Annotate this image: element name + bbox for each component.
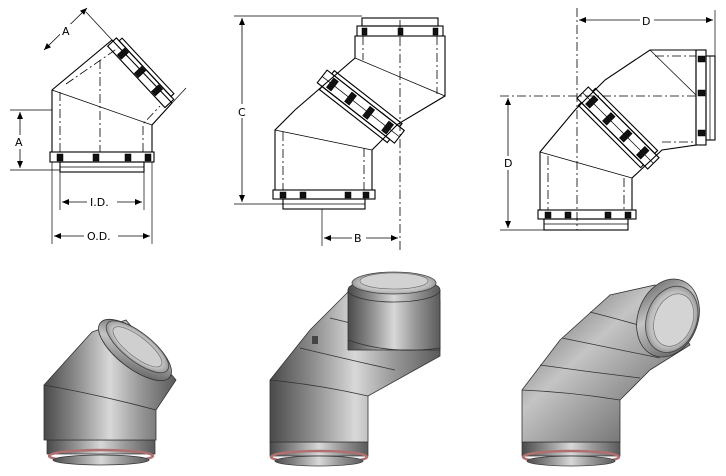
elbow-30-render — [43, 319, 177, 466]
dim-d-top-label: D — [642, 15, 650, 28]
dim-d-side-label: D — [504, 157, 512, 170]
dim-a-side-label: A — [15, 136, 23, 149]
dim-od-label: O.D. — [87, 230, 111, 243]
elbow-90-render — [521, 278, 700, 467]
dim-c-label: C — [238, 106, 246, 119]
dim-b-label: B — [354, 232, 362, 245]
elbow-45-render — [269, 271, 441, 467]
elbow-45-drawing: C B — [234, 15, 446, 250]
elbow-90-drawing: D D — [500, 8, 716, 231]
elbow-30-drawing: A A I.D. O.D. — [10, 7, 187, 244]
dim-a-top-label: A — [62, 25, 70, 38]
dim-id-label: I.D. — [90, 196, 109, 209]
